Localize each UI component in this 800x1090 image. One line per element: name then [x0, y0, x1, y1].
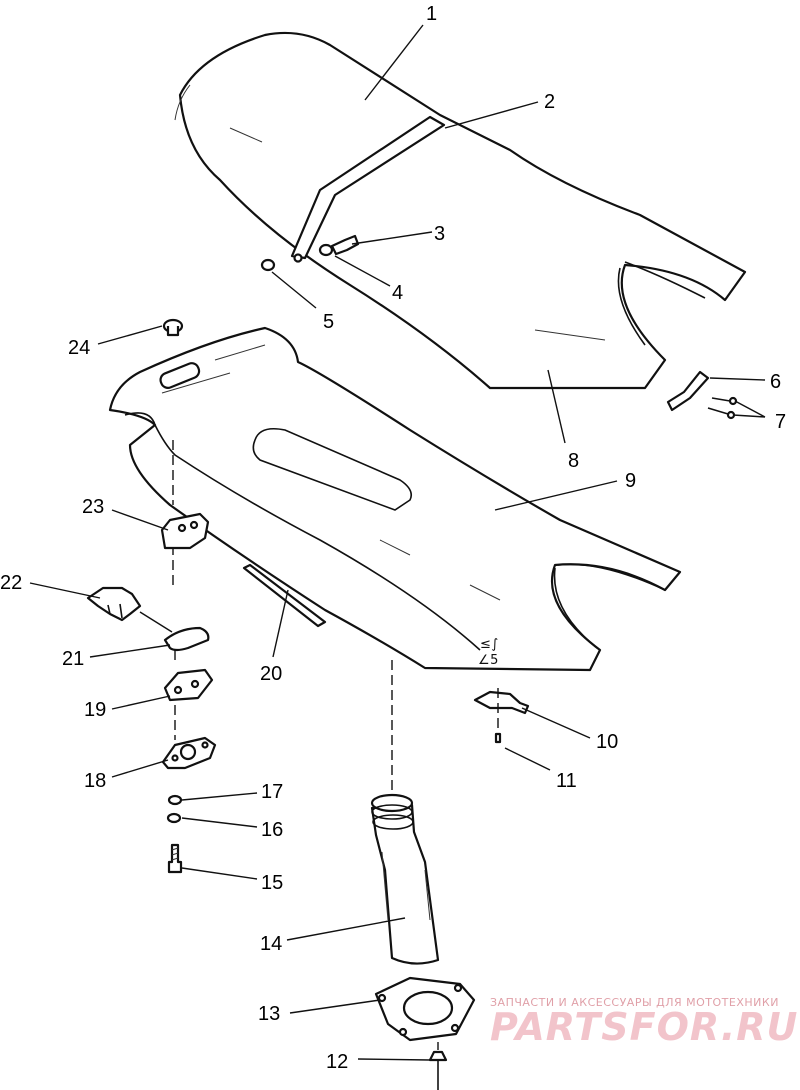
- callout-2: 2: [544, 91, 555, 113]
- callout-15: 15: [261, 872, 283, 894]
- strip-part-20: [242, 563, 327, 628]
- callout-24: 24: [68, 337, 90, 359]
- bracket-part-10: [473, 690, 530, 715]
- watermark: ЗАПЧАСТИ И АКСЕССУАРЫ ДЛЯ МОТОТЕХНИКИ PA…: [490, 996, 798, 1049]
- base-rim: [124, 412, 481, 651]
- seat-shading: [174, 84, 606, 341]
- bracket-part-6: [666, 370, 710, 412]
- hinge-stack: [86, 440, 217, 874]
- seat-part-8: [178, 31, 747, 390]
- callout-11: 11: [556, 770, 577, 792]
- callout-10: 10: [596, 731, 618, 753]
- fastener-part-12: [428, 1042, 448, 1090]
- callout-6: 6: [770, 371, 781, 393]
- bolt-part-3: [330, 234, 360, 256]
- washer-part-17: [167, 794, 183, 806]
- flange-part-13: [374, 976, 476, 1042]
- plate-part-19: [163, 668, 214, 702]
- callout-3: 3: [434, 223, 445, 245]
- callout-5: 5: [323, 311, 334, 333]
- callout-23: 23: [82, 496, 104, 518]
- strap-hardware: [260, 234, 360, 272]
- seat-strap-part-2: [290, 115, 446, 260]
- base-slot: [159, 362, 201, 389]
- callout-20: 20: [260, 663, 282, 685]
- watermark-brand: PARTSFOR.RU: [490, 1005, 798, 1049]
- washer-part-4: [318, 243, 334, 257]
- callout-14: 14: [260, 933, 282, 955]
- callout-22: 22: [0, 572, 22, 594]
- callout-7: 7: [775, 411, 786, 433]
- screw-part-11: [494, 732, 502, 744]
- nut-part-5: [260, 258, 276, 272]
- strap-hole: [293, 253, 303, 263]
- callout-21: 21: [62, 648, 84, 670]
- base-stamp: ≤∫: [480, 637, 499, 652]
- svg-text:∠5: ∠5: [478, 653, 499, 668]
- watermark-tagline: ЗАПЧАСТИ И АКСЕССУАРЫ ДЛЯ МОТОТЕХНИКИ: [490, 996, 779, 1009]
- callout-8: 8: [568, 450, 579, 472]
- clip-part-21: [163, 626, 210, 652]
- callout-17: 17: [261, 781, 283, 803]
- callout-16: 16: [261, 819, 283, 841]
- base-center-panel: [252, 427, 413, 511]
- lockwasher-part-16: [166, 812, 182, 824]
- callout-18: 18: [84, 770, 106, 792]
- callout-4: 4: [392, 282, 403, 304]
- callout-1: 1: [426, 3, 437, 25]
- callout-12: 12: [326, 1051, 348, 1073]
- rivet-part-24: [162, 318, 184, 337]
- callout-13: 13: [258, 1003, 280, 1025]
- seat-assembly: [174, 31, 747, 390]
- seat-base-part-9: ≤∫ ∠5: [108, 326, 682, 672]
- callout-labels: 1 2 3 4 5 6 7 8 9 10 11 12 13 14 15 16 1…: [0, 3, 786, 1073]
- hinge-part-23: [160, 512, 210, 550]
- latch-part-22: [86, 586, 142, 622]
- callout-19: 19: [84, 699, 106, 721]
- callout-9: 9: [625, 470, 636, 492]
- seat-cutout: [617, 261, 706, 346]
- tube-part-14: [370, 660, 440, 965]
- leader-lines: [29, 24, 766, 1061]
- clip-hardware: [473, 688, 530, 744]
